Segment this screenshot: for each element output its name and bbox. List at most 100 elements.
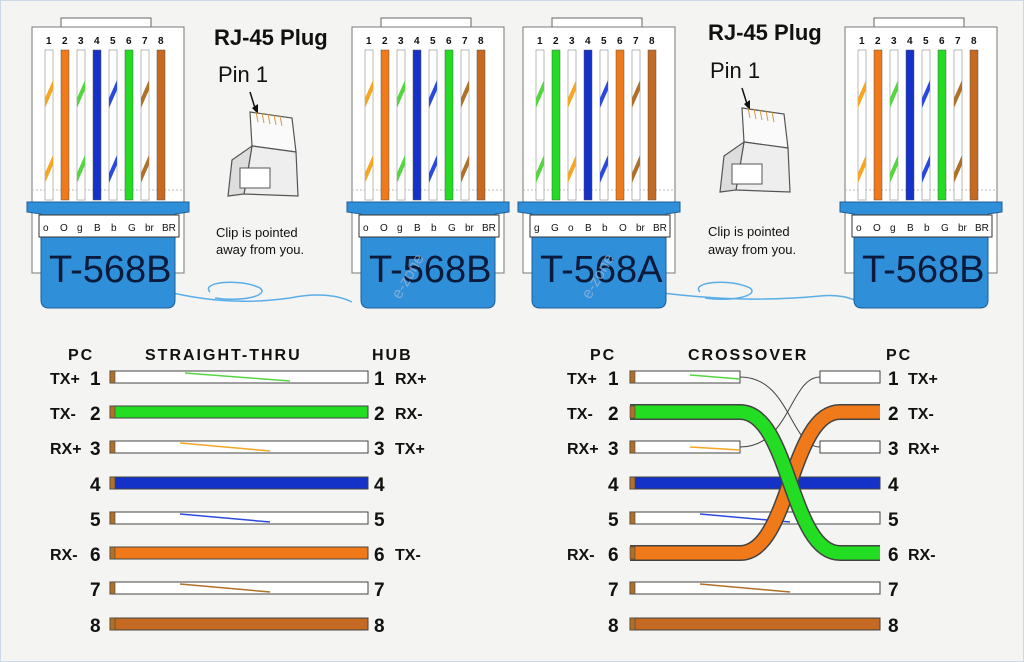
color-code: G — [448, 223, 456, 234]
color-code: BR — [975, 223, 989, 234]
left-pin: 3 — [90, 439, 101, 460]
right-pin: 4 — [888, 475, 899, 496]
right-signal: RX- — [395, 406, 423, 423]
wire-b — [428, 49, 438, 201]
left-signal: TX+ — [567, 371, 597, 388]
color-code: BR — [653, 223, 667, 234]
wire-B — [412, 49, 422, 201]
color-code: O — [60, 223, 68, 234]
wire-G — [109, 405, 369, 419]
pin-number: 3 — [891, 36, 897, 47]
left-pin: 2 — [90, 404, 101, 425]
pin-number: 4 — [907, 36, 913, 47]
right-header: HUB — [372, 347, 413, 364]
wire-B — [905, 49, 915, 201]
wire-br — [140, 49, 150, 201]
left-signal: RX+ — [50, 441, 82, 458]
color-code: b — [111, 223, 117, 234]
left-pin: 7 — [608, 580, 619, 601]
right-header: PC — [886, 347, 912, 364]
left-header: PC — [68, 347, 94, 364]
right-pin: 8 — [888, 616, 899, 637]
right-pin: 5 — [374, 510, 385, 531]
wire-g — [76, 49, 86, 201]
color-code: B — [585, 223, 592, 234]
left-pin: 4 — [90, 475, 101, 496]
wire-B — [583, 49, 593, 201]
pin-number: 6 — [939, 36, 945, 47]
left-pin: 1 — [90, 369, 101, 390]
rj45-plug-icon — [719, 107, 791, 193]
wire-O — [873, 49, 883, 201]
pin-number: 7 — [955, 36, 961, 47]
left-pin: 8 — [90, 616, 101, 637]
left-signal: TX- — [50, 406, 76, 423]
left-pin: 7 — [90, 580, 101, 601]
cross-wire-pin3 — [739, 376, 821, 448]
pin-number: 7 — [462, 36, 468, 47]
pin-number: 2 — [553, 36, 559, 47]
pin-number: 6 — [126, 36, 132, 47]
wire-br — [109, 581, 369, 595]
pin-number: 4 — [94, 36, 100, 47]
pin-number: 6 — [617, 36, 623, 47]
right-signal: RX+ — [908, 441, 940, 458]
left-signal: RX- — [567, 547, 595, 564]
pin-number: 5 — [430, 36, 436, 47]
wire-o — [857, 49, 867, 201]
pin-number: 7 — [633, 36, 639, 47]
color-code: BR — [162, 223, 176, 234]
pin-number: 2 — [62, 36, 68, 47]
wire-b — [629, 511, 881, 525]
color-code: G — [128, 223, 136, 234]
right-pin: 7 — [888, 580, 899, 601]
left-pin: 5 — [90, 510, 101, 531]
section-title: CROSSOVER — [688, 347, 808, 364]
wire-BR — [476, 49, 486, 201]
wire-BR — [156, 49, 166, 201]
wire-b — [921, 49, 931, 201]
color-code: O — [873, 223, 881, 234]
color-code: B — [907, 223, 914, 234]
right-signal: TX+ — [395, 441, 425, 458]
left-pin: 3 — [608, 439, 619, 460]
wire-B — [109, 476, 369, 490]
pin-number: 8 — [649, 36, 655, 47]
wire-o — [364, 49, 374, 201]
right-pin: 5 — [888, 510, 899, 531]
color-code: o — [568, 223, 574, 234]
pin-number: 3 — [78, 36, 84, 47]
pin-number: 7 — [142, 36, 148, 47]
clip-note-line2: away from you. — [708, 242, 796, 257]
right-pin: 3 — [888, 439, 899, 460]
left-signal: RX+ — [567, 441, 599, 458]
right-pin: 7 — [374, 580, 385, 601]
wire-br — [460, 49, 470, 201]
color-code: O — [619, 223, 627, 234]
plug-annotation-left: RJ-45 Plug Pin 1 Clip is pointed away fr… — [214, 25, 328, 257]
pin-number: 1 — [366, 36, 372, 47]
left-pin: 5 — [608, 510, 619, 531]
plug-title: RJ-45 Plug — [708, 20, 822, 45]
pin-number: 5 — [601, 36, 607, 47]
color-code: g — [890, 223, 896, 234]
wire-br — [631, 49, 641, 201]
wire-BR — [629, 617, 881, 631]
color-code: br — [958, 223, 968, 234]
wire-o — [109, 440, 369, 454]
color-code: g — [397, 223, 403, 234]
right-pin: 8 — [374, 616, 385, 637]
pin-number: 1 — [859, 36, 865, 47]
color-code: O — [380, 223, 388, 234]
right-pin: 6 — [888, 545, 899, 566]
